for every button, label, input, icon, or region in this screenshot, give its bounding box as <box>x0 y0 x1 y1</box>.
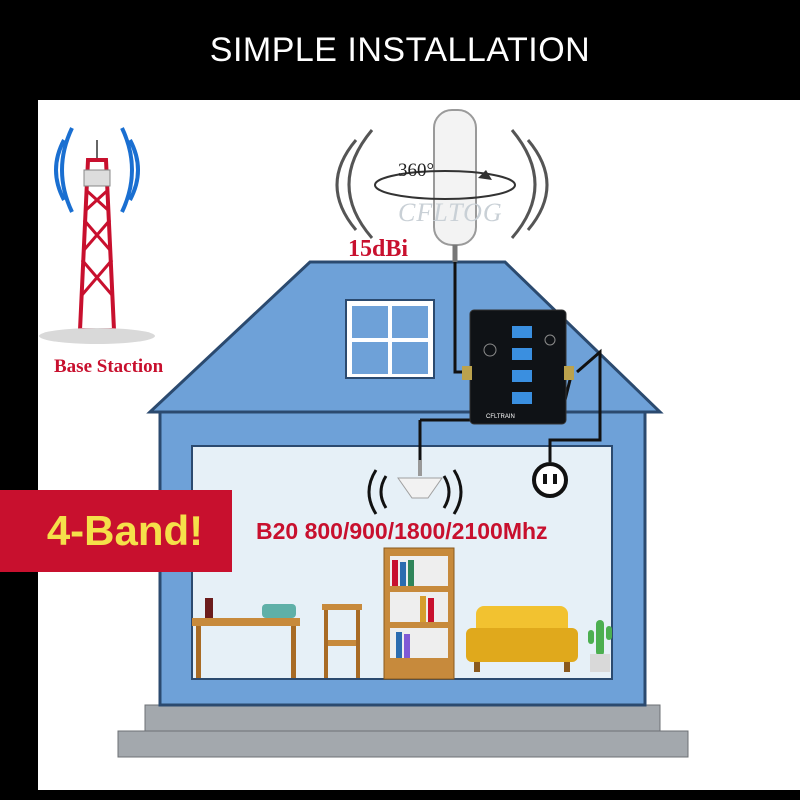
signal-booster: CFLTRAIN <box>462 309 574 425</box>
desk-icon <box>192 598 300 678</box>
outdoor-antenna-icon <box>335 109 549 262</box>
band-badge: 4-Band! <box>0 490 232 572</box>
house-step-upper <box>144 704 661 732</box>
rotation-label: 360° <box>398 160 435 181</box>
roof-window-pane <box>392 342 428 374</box>
power-plug-icon <box>532 462 568 498</box>
band-list: B20 800/900/1800/2100Mhz <box>256 518 548 544</box>
booster-brand: CFLTRAIN <box>486 414 515 420</box>
indoor-antenna-icon <box>367 460 463 515</box>
antenna-gain-label: 15dBi <box>348 236 409 262</box>
roof-window-pane <box>352 342 388 374</box>
house-step-lower <box>117 730 689 758</box>
chair-icon <box>322 604 362 678</box>
roof-window-pane <box>392 306 428 338</box>
page-title: SIMPLE INSTALLATION <box>209 31 591 69</box>
cell-tower-icon <box>39 127 155 344</box>
bookshelf-icon <box>383 547 455 680</box>
sofa-icon <box>466 606 578 672</box>
cactus-icon <box>588 620 612 672</box>
tower-label: Base Staction <box>54 356 164 377</box>
watermark: CFLTOG <box>398 198 503 227</box>
roof-window-pane <box>352 306 388 338</box>
